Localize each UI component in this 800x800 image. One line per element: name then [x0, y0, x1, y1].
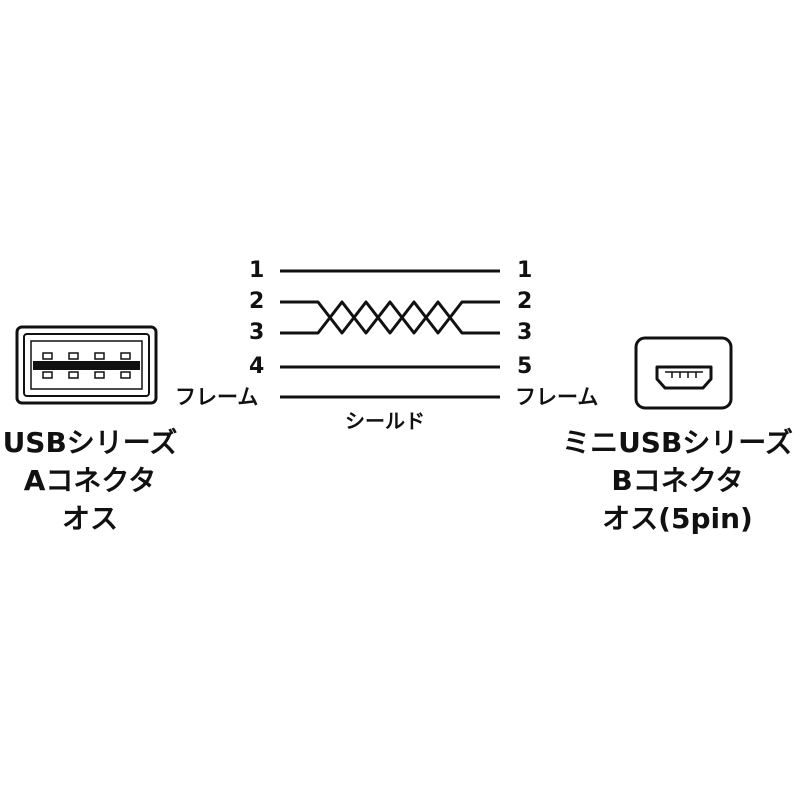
- right-pin-label: 3: [517, 320, 533, 345]
- wire-3: [280, 300, 500, 335]
- right-pin-label: 1: [517, 258, 533, 283]
- left-connector-caption: USBシリーズ Aコネクタ オス: [0, 424, 180, 538]
- left-pin-label: 2: [249, 289, 265, 314]
- left-frame-label: フレーム: [175, 385, 259, 409]
- left-pin-label: 4: [249, 354, 265, 379]
- right-pin-label: 2: [517, 289, 533, 314]
- left-caption-line: Aコネクタ: [23, 464, 157, 497]
- wire-2: [280, 300, 500, 335]
- usb-a-connector-icon: [15, 325, 158, 405]
- right-frame-label: フレーム: [515, 385, 599, 409]
- left-pin-label: 1: [249, 258, 265, 283]
- left-caption-line: オス: [61, 502, 118, 535]
- right-caption-line: オス(5pin): [602, 502, 753, 535]
- left-caption-line: USBシリーズ: [2, 426, 178, 459]
- right-caption-line: ミニUSBシリーズ: [562, 426, 793, 459]
- left-pin-label: 3: [249, 320, 265, 345]
- right-connector-caption: ミニUSBシリーズ Bコネクタ オス(5pin): [555, 424, 800, 538]
- right-caption-line: Bコネクタ: [611, 464, 744, 497]
- right-pin-label: 5: [517, 354, 533, 379]
- mini-usb-b-connector-icon: [634, 336, 733, 410]
- shield-label: シールド: [345, 409, 425, 433]
